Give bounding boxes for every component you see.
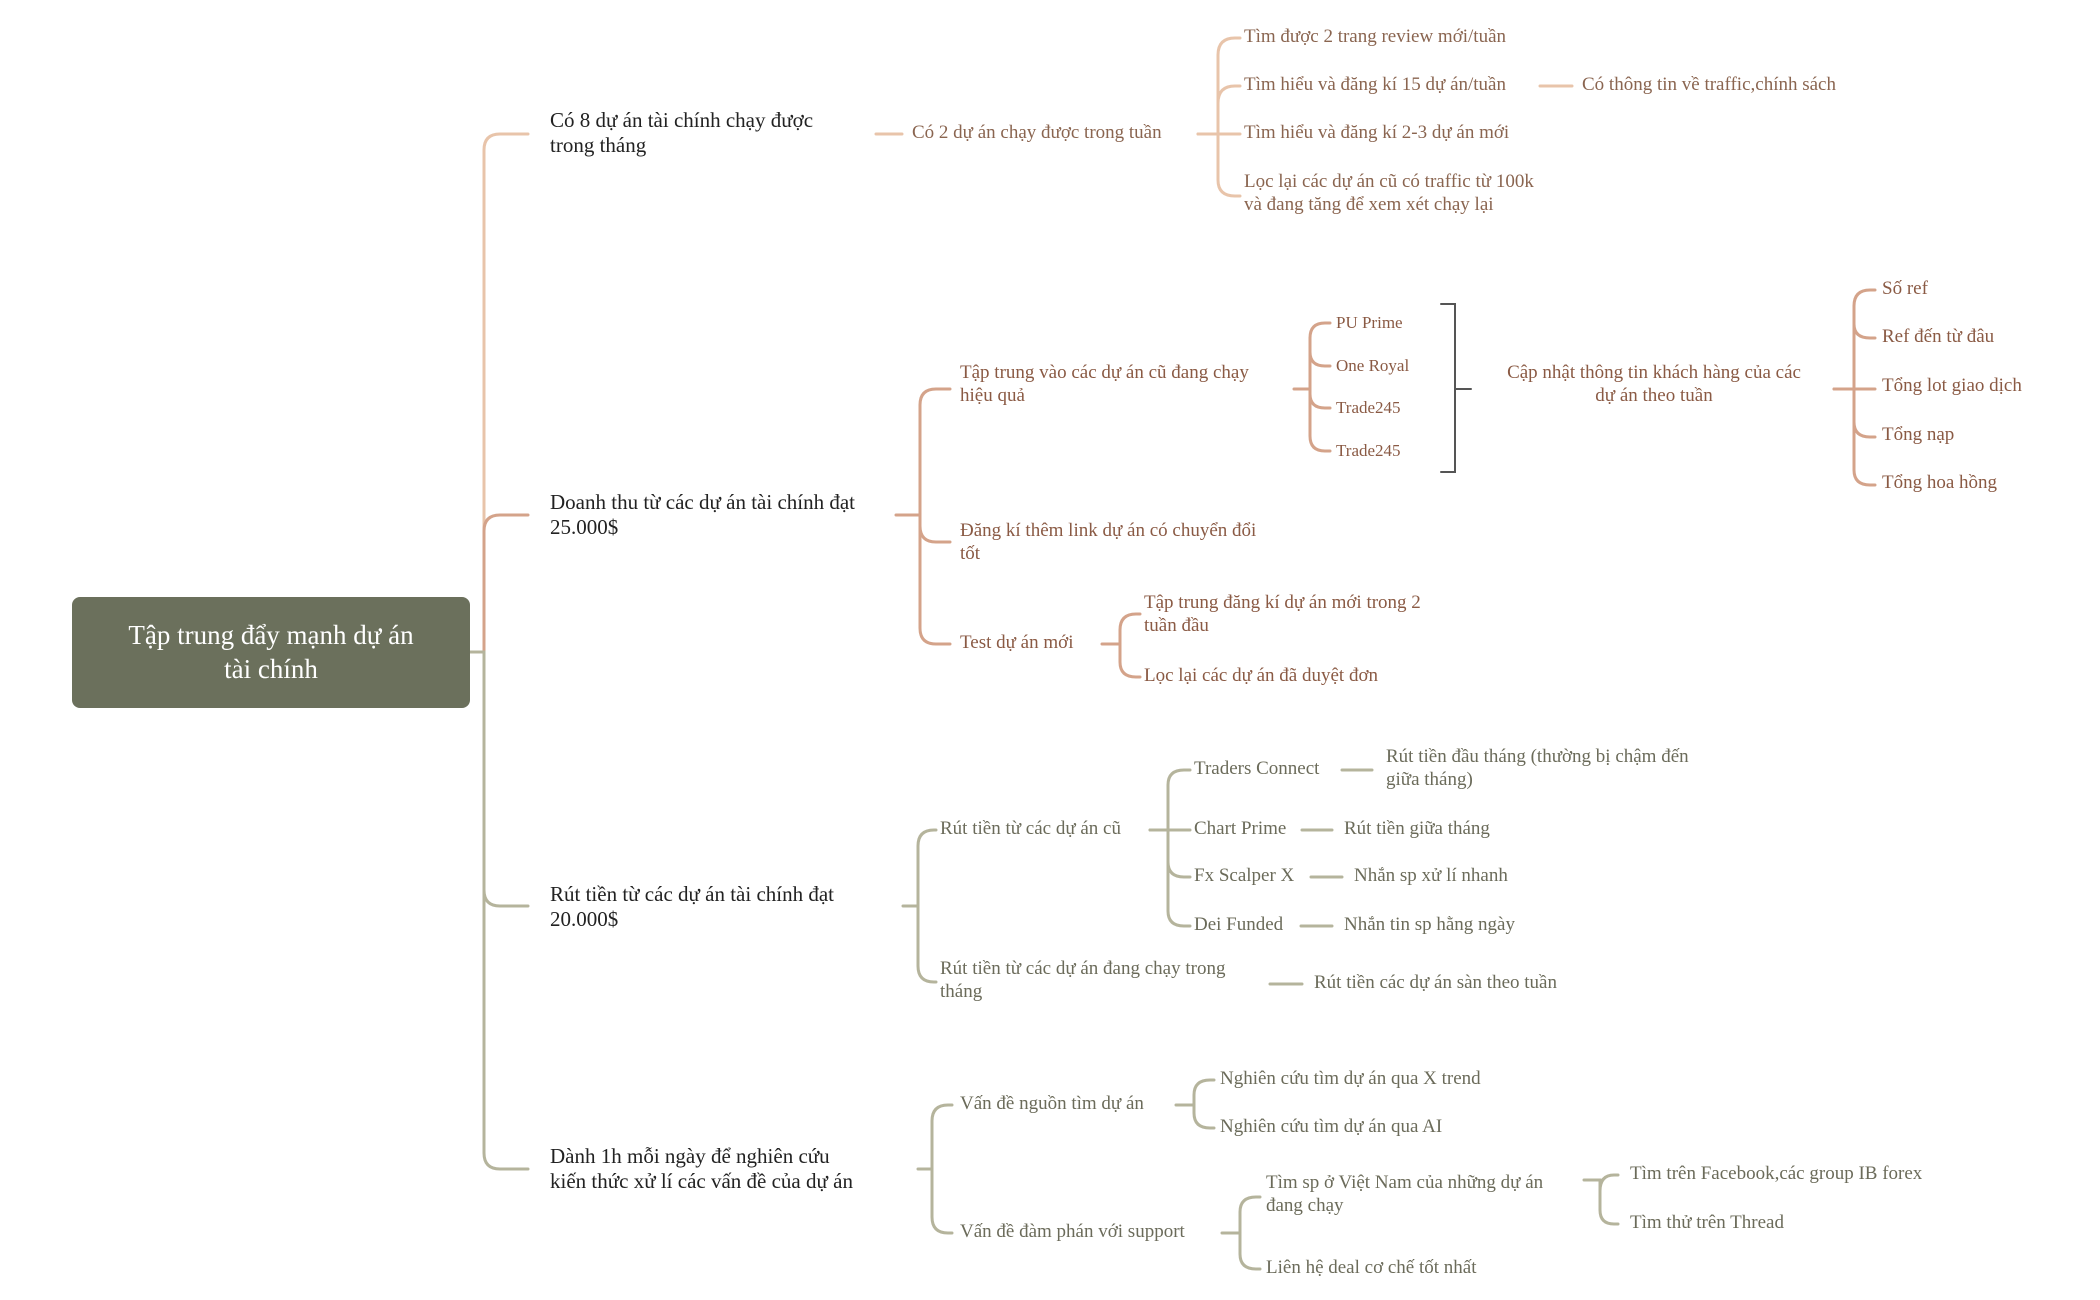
- withdraw-dei-funded[interactable]: Dei Funded: [1194, 914, 1284, 935]
- project-one-royal[interactable]: One Royal: [1336, 356, 1410, 375]
- connector-root-branch-1: [468, 132, 530, 654]
- branch-2-subtopic-3[interactable]: Test dự án mới: [960, 632, 1074, 653]
- negotiation-find-vn-support[interactable]: Tìm sp ở Việt Nam của những dự án đang c…: [1266, 1172, 1544, 1216]
- connector-root-branch-4: [468, 650, 530, 1171]
- research-x-trend[interactable]: Nghiên cứu tìm dự án qua X trend: [1220, 1068, 1481, 1089]
- connector-b2-c1-l2: [1308, 336, 1332, 368]
- branch-2-subtopic-2[interactable]: Đăng kí thêm link dự án có chuyển đổi tố…: [960, 520, 1257, 564]
- branch-4-subtopic-2[interactable]: Vấn đề đàm phán với support: [960, 1221, 1185, 1242]
- connector-b2-s4: [1852, 387, 1877, 439]
- branch-1-subtopic[interactable]: Có 2 dự án chạy được trong tuần: [912, 122, 1162, 143]
- branch-3-subtopic-1[interactable]: Rút tiền từ các dự án cũ: [940, 818, 1121, 839]
- withdraw-dei-funded-note[interactable]: Nhắn tin sp hằng ngày: [1344, 914, 1515, 935]
- branch-1-leaf-3[interactable]: Tìm hiểu và đăng kí 2-3 dự án mới: [1244, 122, 1510, 143]
- branch-4-subtopic-1[interactable]: Vấn đề nguồn tìm dự án: [960, 1093, 1144, 1114]
- branch-2-test-leaf-2[interactable]: Lọc lại các dự án đã duyệt đơn: [1144, 665, 1379, 686]
- branch-3-subtopic-2-note[interactable]: Rút tiền các dự án sàn theo tuần: [1314, 972, 1557, 993]
- withdraw-traders-connect[interactable]: Traders Connect: [1194, 758, 1320, 779]
- branch-4-topic[interactable]: Dành 1h mỗi ngày để nghiên cứu kiến thức…: [550, 1144, 853, 1194]
- connector-b2-c3-l2: [1118, 642, 1142, 679]
- withdraw-traders-connect-note[interactable]: Rút tiền đầu tháng (thường bị chậm đến g…: [1386, 746, 1689, 790]
- connector-b4-c1: [916, 1103, 954, 1171]
- withdraw-fx-scalper-x[interactable]: Fx Scalper X: [1194, 865, 1295, 886]
- summary-leaf-ref-count[interactable]: Số ref: [1882, 278, 1928, 299]
- negotiation-best-deal[interactable]: Liên hệ deal cơ chế tốt nhất: [1266, 1257, 1477, 1278]
- connector-b2-c3: [918, 513, 952, 646]
- connector-b2-s5: [1852, 387, 1877, 487]
- connector-b3-c1-l4: [1166, 860, 1192, 928]
- connector-b2-c1: [894, 387, 952, 517]
- connector-b4-c1-leaves: [1174, 1078, 1216, 1107]
- connector-b4-c2-leaves: [1220, 1195, 1262, 1235]
- connector-b1-g4: [1216, 132, 1242, 198]
- summary-topic[interactable]: Cập nhật thông tin khách hàng của các dự…: [1507, 362, 1801, 406]
- connector-b2-c2: [918, 513, 952, 544]
- connector-b2-c3-leaves: [1100, 612, 1142, 646]
- branch-2-topic[interactable]: Doanh thu từ các dự án tài chính đạt 25.…: [550, 490, 856, 540]
- connector-b2-s2: [1852, 304, 1877, 340]
- root-topic[interactable]: Tập trung đẩy mạnh dự án tài chính: [72, 597, 470, 708]
- branch-3-subtopic-2[interactable]: Rút tiền từ các dự án đang chạy trong th…: [940, 958, 1226, 1002]
- connector-root-branch-3: [468, 650, 530, 908]
- summary-leaf-ref-source[interactable]: Ref đến từ đâu: [1882, 326, 1995, 347]
- connector-b4-c2: [930, 1167, 954, 1235]
- connector-b2-c1-l3: [1308, 387, 1332, 410]
- branch-3-topic[interactable]: Rút tiền từ các dự án tài chính đạt 20.0…: [550, 882, 835, 932]
- connector-b2-c1-l4: [1308, 387, 1332, 453]
- withdraw-chart-prime[interactable]: Chart Prime: [1194, 818, 1287, 839]
- branch-1-leaf-2-note[interactable]: Có thông tin về traffic,chính sách: [1582, 74, 1836, 95]
- project-trade245-b[interactable]: Trade245: [1336, 441, 1401, 460]
- summary-leaf-total-commission[interactable]: Tổng hoa hồng: [1882, 472, 1998, 493]
- branch-1-leaf-1[interactable]: Tìm được 2 trang review mới/tuần: [1244, 26, 1507, 47]
- connector-b3-c1-leaves: [1148, 768, 1192, 832]
- connector-b4-c1-l2: [1192, 1103, 1216, 1130]
- summary-leaf-total-deposit[interactable]: Tổng nạp: [1882, 424, 1955, 445]
- connector-b1-g2: [1216, 84, 1242, 136]
- withdraw-fx-scalper-x-note[interactable]: Nhắn sp xử lí nhanh: [1354, 865, 1508, 886]
- find-on-facebook-groups[interactable]: Tìm trên Facebook,các group IB forex: [1630, 1163, 1923, 1184]
- connector-root-branch-2: [468, 513, 530, 654]
- project-pu-prime[interactable]: PU Prime: [1336, 313, 1403, 332]
- branch-2-subtopic-1[interactable]: Tập trung vào các dự án cũ đang chạy hiệ…: [960, 362, 1249, 406]
- branch-1-leaf-2[interactable]: Tìm hiểu và đăng kí 15 dự án/tuần: [1244, 74, 1506, 95]
- connector-b3-c1-l3: [1166, 828, 1192, 879]
- branch-1-topic[interactable]: Có 8 dự án tài chính chạy được trong thá…: [550, 108, 814, 158]
- withdraw-chart-prime-note[interactable]: Rút tiền giữa tháng: [1344, 818, 1490, 839]
- connector-b2-c1-leaves: [1292, 321, 1332, 391]
- research-ai[interactable]: Nghiên cứu tìm dự án qua AI: [1220, 1116, 1443, 1137]
- connector-b1-g1: [1196, 36, 1242, 136]
- connector-b4-g-l2: [1598, 1178, 1620, 1226]
- find-on-thread[interactable]: Tìm thử trên Thread: [1630, 1212, 1784, 1233]
- connector-b4-c2-l2: [1238, 1231, 1262, 1271]
- branch-1-leaf-4[interactable]: Lọc lại các dự án cũ có traffic từ 100k …: [1244, 171, 1534, 215]
- project-trade245-a[interactable]: Trade245: [1336, 398, 1401, 417]
- branch-2-test-leaf-1[interactable]: Tập trung đăng kí dự án mới trong 2 tuần…: [1144, 592, 1421, 636]
- connector-b3-c2: [916, 904, 938, 984]
- summary-bracket: [1440, 303, 1472, 473]
- summary-leaf-total-lot[interactable]: Tổng lot giao dịch: [1882, 375, 2022, 396]
- connector-b3-c1: [901, 828, 938, 908]
